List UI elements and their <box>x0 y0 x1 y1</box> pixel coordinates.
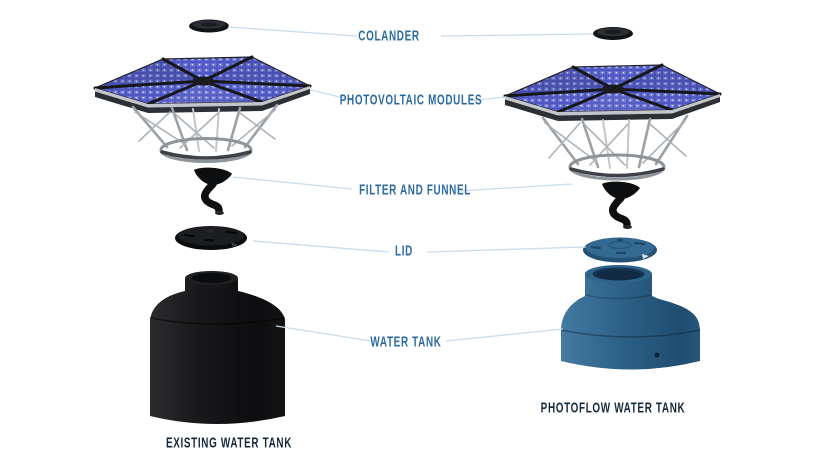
leader-lid-right <box>426 246 587 253</box>
leader-tank-left <box>275 325 372 342</box>
funnel-left-graphic <box>194 168 232 215</box>
support-frame-left-graphic <box>131 103 279 163</box>
existing-tank-graphic <box>149 271 286 424</box>
colander-left-graphic <box>189 19 229 33</box>
leader-pv-right <box>469 96 506 102</box>
pv-modules-right-graphic <box>503 63 722 123</box>
leader-tank-right <box>445 328 564 342</box>
colander-right-graphic <box>593 27 633 40</box>
leader-filter-right <box>458 183 573 192</box>
label-colander: COLANDER <box>358 27 420 45</box>
leader-colander-left <box>227 26 358 37</box>
support-frame-right-graphic <box>541 114 689 181</box>
leader-lines <box>227 26 594 342</box>
label-photovoltaic-modules: PHOTOVOLTAIC MODULES <box>339 91 483 109</box>
label-existing-water-tank: EXISTING WATER TANK <box>165 434 293 452</box>
leader-pv-left <box>310 89 353 101</box>
leader-lid-left <box>252 240 390 253</box>
funnel-right-graphic <box>602 182 640 229</box>
label-water-tank: WATER TANK <box>370 333 442 351</box>
lid-right-graphic <box>583 237 657 263</box>
leader-colander-right <box>440 33 594 37</box>
label-lid: LID <box>395 242 413 260</box>
leader-filter-left <box>232 176 353 190</box>
lid-left-graphic <box>175 226 247 250</box>
label-filter-and-funnel: FILTER AND FUNNEL <box>359 181 471 199</box>
label-photoflow-water-tank: PHOTOFLOW WATER TANK <box>540 399 686 417</box>
photoflow-tank-graphic <box>560 265 701 370</box>
